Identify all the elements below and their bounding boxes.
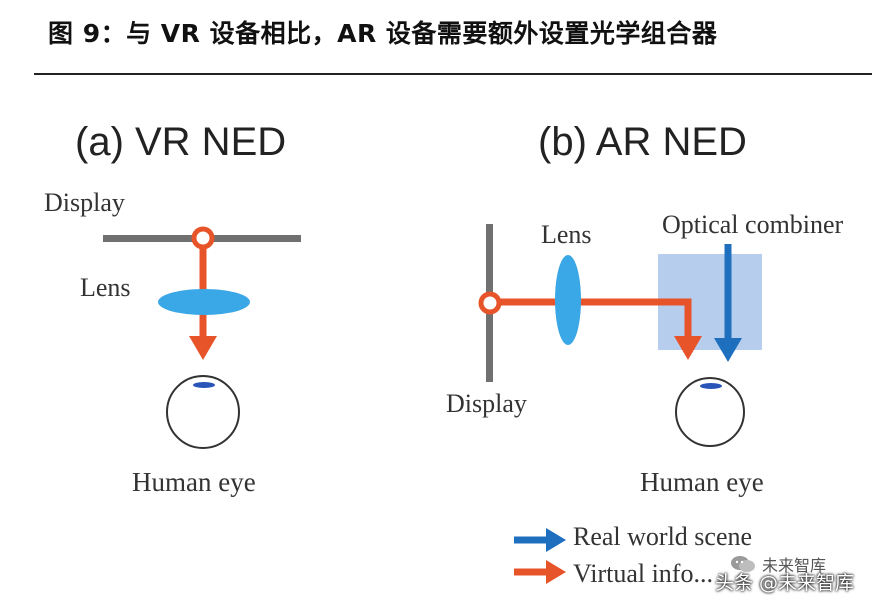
vr-heading: (a) VR NED	[75, 120, 286, 164]
ar-virtual-arrowhead	[674, 336, 702, 360]
ar-eye-label: Human eye	[640, 467, 764, 497]
legend-real-arrowhead	[546, 528, 566, 552]
ar-lens-label: Lens	[541, 220, 592, 249]
vr-virtual-arrowhead	[189, 336, 217, 360]
figure-title: 图 9：与 VR 设备相比，AR 设备需要额外设置光学组合器	[48, 19, 718, 48]
vr-eye-pupil	[193, 382, 215, 388]
wechat-account-name: 未来智库	[762, 556, 827, 575]
wechat-icon	[730, 554, 756, 574]
wechat-tag: 未来智库	[730, 552, 826, 576]
watermark-text: 头条 @未来智库	[714, 572, 854, 594]
vr-lens-label: Lens	[80, 273, 131, 302]
vr-eye-label: Human eye	[132, 467, 256, 497]
ar-real-arrowhead	[714, 338, 742, 362]
ar-heading: (b) AR NED	[538, 120, 747, 164]
legend-real-label: Real world scene	[573, 522, 752, 551]
legend-virtual-arrowhead	[546, 560, 566, 584]
legend: Real world scene Virtual info...	[514, 522, 752, 588]
vr-display-label: Display	[44, 188, 125, 217]
ar-eye	[675, 377, 745, 447]
ar-combiner-label: Optical combiner	[662, 210, 844, 239]
legend-virtual-label: Virtual info...	[573, 559, 713, 588]
title-divider	[34, 73, 872, 75]
ar-eye-pupil	[700, 383, 722, 389]
ar-lens	[555, 255, 581, 345]
ar-display-label: Display	[446, 389, 527, 418]
ar-source-point	[478, 291, 502, 315]
vr-source-point	[191, 226, 215, 250]
vr-eye	[166, 375, 240, 449]
vr-lens	[158, 289, 250, 315]
